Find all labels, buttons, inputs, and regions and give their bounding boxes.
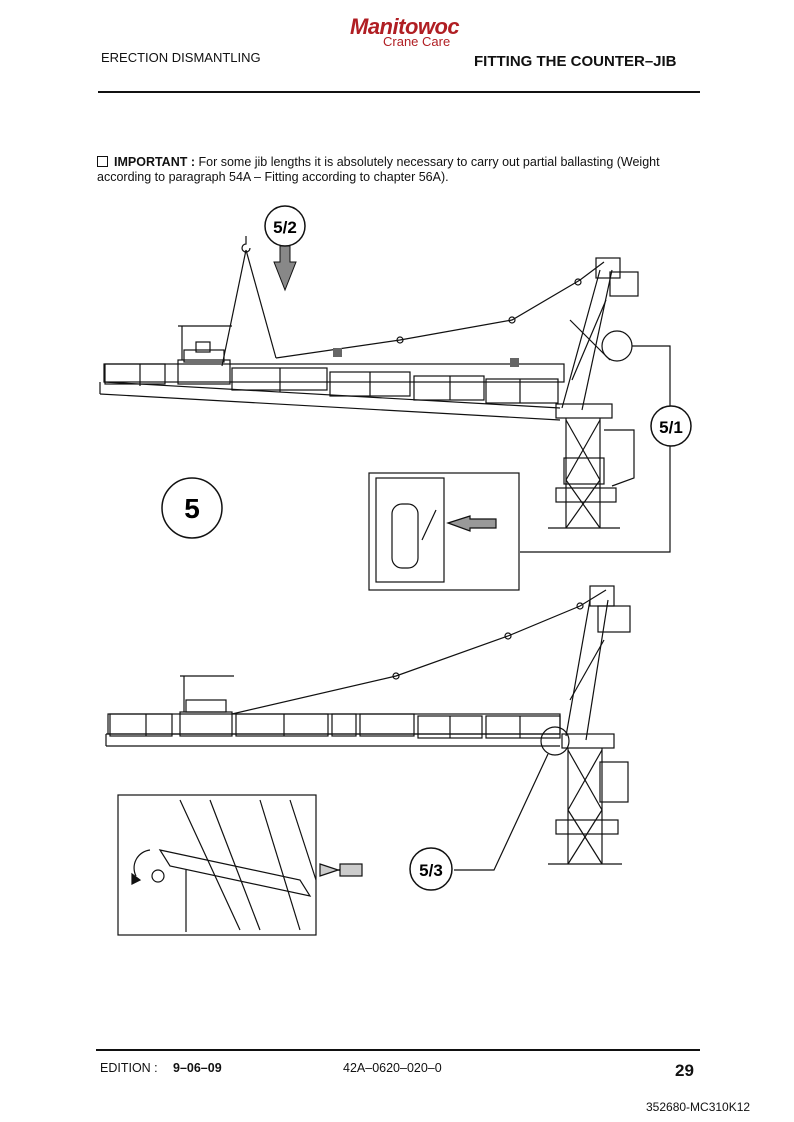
callout-label: 5/2 xyxy=(273,218,297,237)
page-title: FITTING THE COUNTER–JIB xyxy=(474,53,677,70)
page-number: 29 xyxy=(675,1061,694,1080)
down-arrow-icon xyxy=(273,245,297,292)
callout-5-3: 5/3 xyxy=(409,847,453,891)
brand-logo: Manitowoc xyxy=(350,14,460,39)
figure-number: 5 xyxy=(161,477,223,539)
manual-reference: 352680-MC310K12 xyxy=(646,1100,751,1114)
note-text: For some jib lengths it is absolutely ne… xyxy=(97,155,660,184)
tower-lower xyxy=(548,585,631,865)
counter-jib-lower xyxy=(105,589,607,747)
figure-number-label: 5 xyxy=(184,493,200,524)
important-note: IMPORTANT : For some jib lengths it is a… xyxy=(97,155,707,185)
document-reference: 42A–0620–020–0 xyxy=(343,1061,442,1075)
header-rule xyxy=(98,91,700,93)
callout-label: 5/3 xyxy=(419,861,443,880)
brand-subtitle: Crane Care xyxy=(383,34,451,49)
callout-label: 5/1 xyxy=(659,418,683,437)
section-label: ERECTION DISMANTLING xyxy=(101,50,261,65)
note-label: IMPORTANT : xyxy=(114,155,196,169)
detail-5-1 xyxy=(368,330,671,591)
detail-5-3 xyxy=(117,726,570,936)
callout-5-1: 5/1 xyxy=(650,405,692,447)
footer-rule xyxy=(96,1049,700,1051)
callout-5-2: 5/2 xyxy=(264,205,306,247)
edition-label: EDITION : xyxy=(100,1061,158,1075)
counter-jib-upper xyxy=(99,236,605,421)
edition-date: 9–06–09 xyxy=(173,1061,222,1075)
checkbox-icon xyxy=(97,156,108,167)
tower-upper xyxy=(548,257,639,529)
